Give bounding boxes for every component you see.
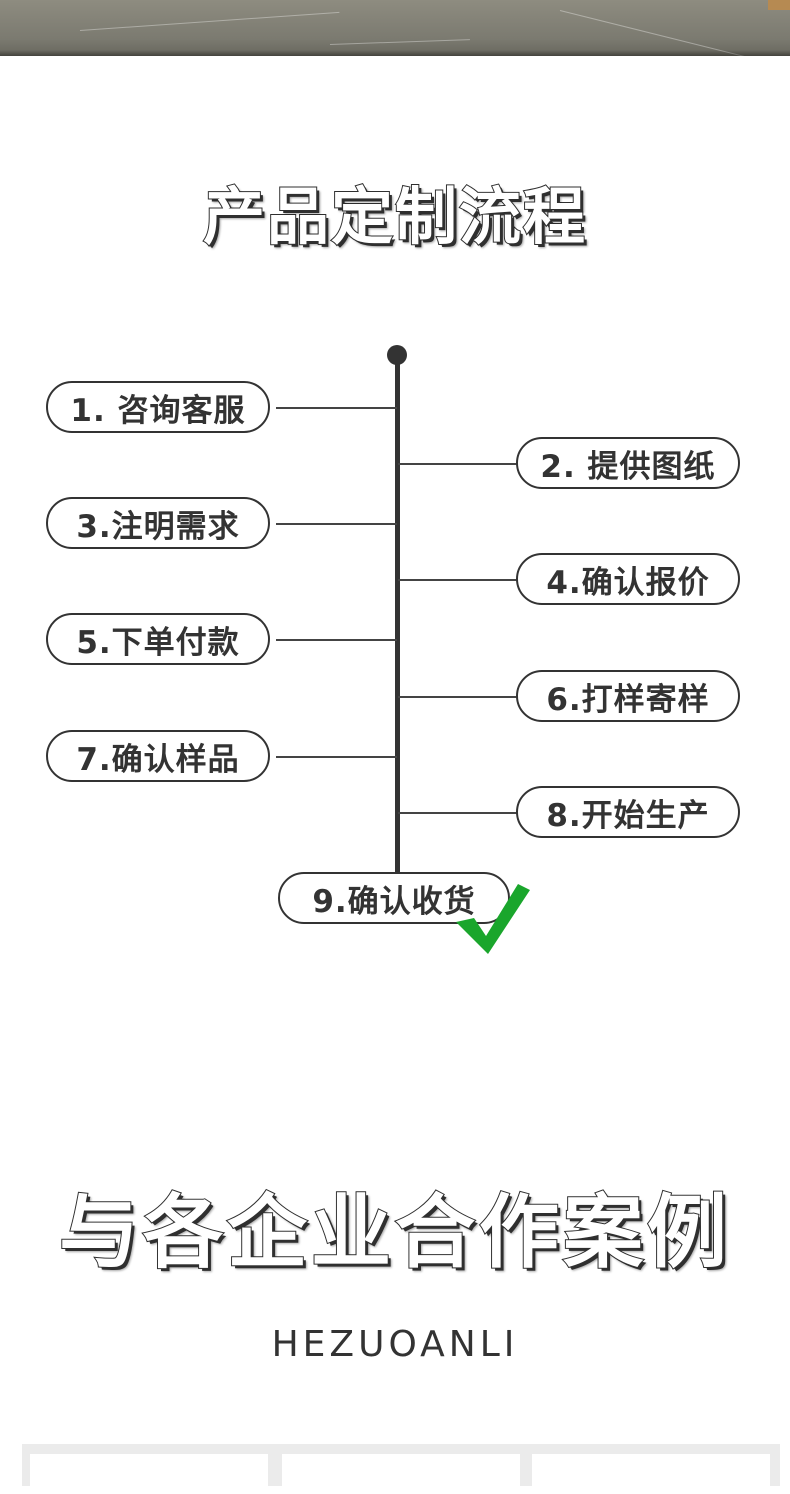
timeline-line <box>395 354 400 874</box>
step-6-sample-shipping: 6.打样寄样 <box>516 670 740 722</box>
case-card[interactable] <box>532 1454 770 1494</box>
case-card[interactable] <box>282 1454 520 1494</box>
connector-1 <box>276 407 397 409</box>
step-5-order-payment: 5.下单付款 <box>46 613 270 665</box>
cases-subtitle: HEZUOANLI <box>271 1324 519 1365</box>
connector-8 <box>398 812 518 814</box>
connector-6 <box>398 696 518 698</box>
connector-5 <box>276 639 397 641</box>
process-title: 产品定制流程 <box>202 179 587 254</box>
connector-2 <box>398 463 518 465</box>
connector-7 <box>276 756 397 758</box>
step-2-provide-drawings: 2. 提供图纸 <box>516 437 740 489</box>
step-9-confirm-receipt: 9.确认收货 <box>278 872 510 924</box>
step-3-specify-requirements: 3.注明需求 <box>46 497 270 549</box>
step-7-confirm-sample: 7.确认样品 <box>46 730 270 782</box>
checkmark-icon <box>456 884 530 954</box>
cases-title: 与各企业合作案例 <box>58 1185 731 1280</box>
case-card[interactable] <box>30 1454 268 1494</box>
step-4-confirm-quote: 4.确认报价 <box>516 553 740 605</box>
top-photo-banner <box>0 0 790 56</box>
cases-grid <box>22 1444 780 1494</box>
timeline-dot <box>387 345 407 365</box>
step-1-consult-service: 1. 咨询客服 <box>46 381 270 433</box>
connector-3 <box>276 523 397 525</box>
step-8-start-production: 8.开始生产 <box>516 786 740 838</box>
connector-4 <box>398 579 518 581</box>
